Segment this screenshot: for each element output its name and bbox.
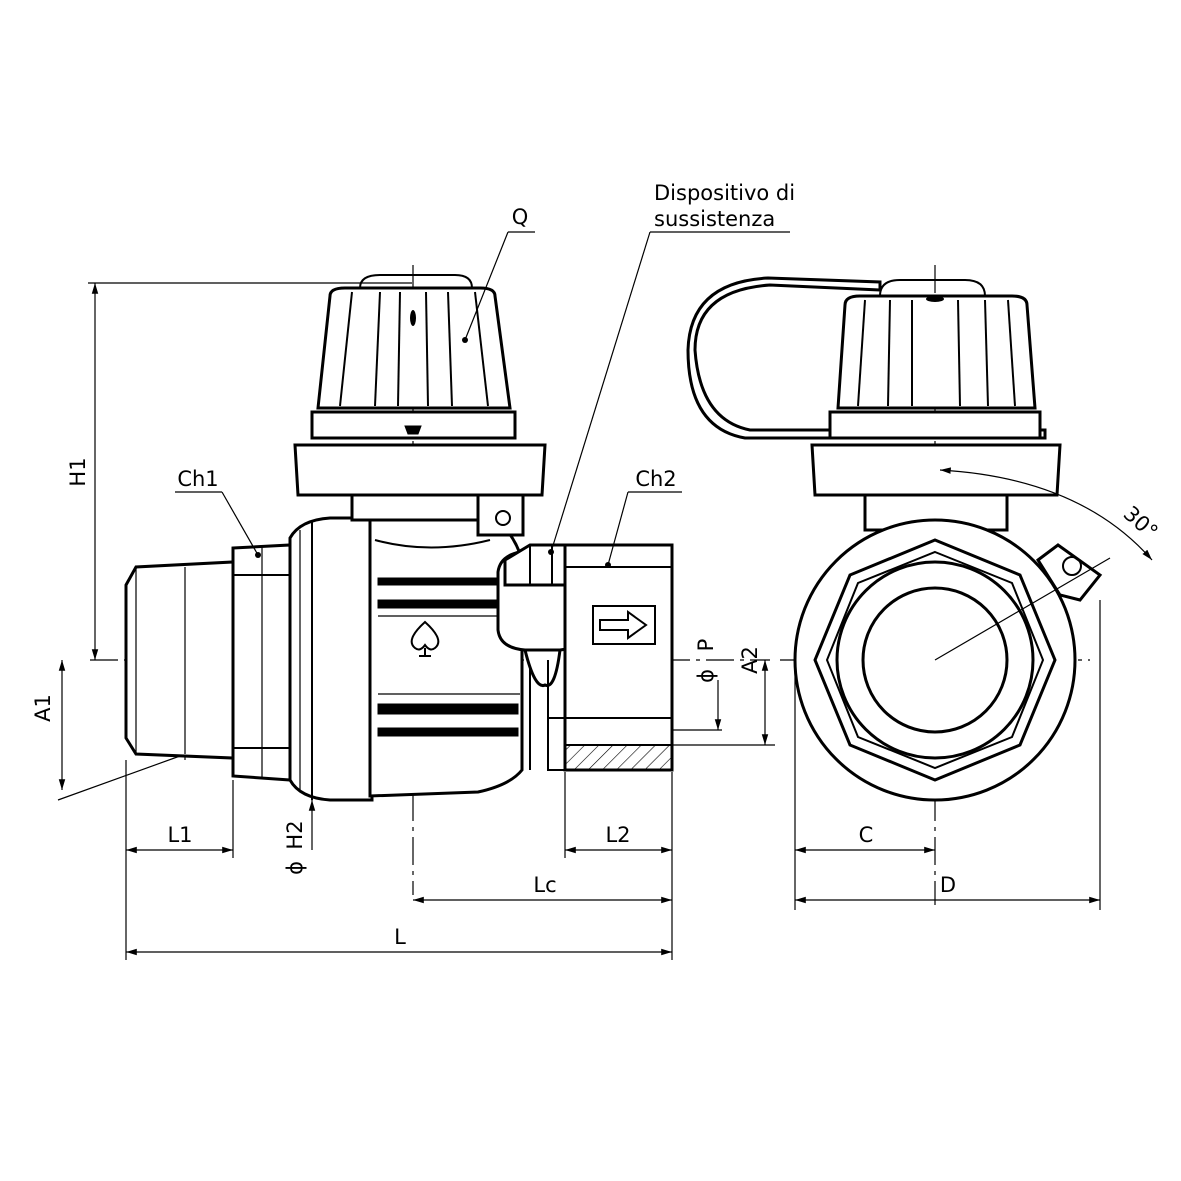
- device-label-line2: sussistenza: [654, 207, 775, 231]
- end-bonnet-base: [810, 443, 1062, 497]
- ch1-hex-nut: [231, 543, 292, 782]
- phi-symbol-h2: ϕ: [283, 861, 307, 875]
- union-ring: [288, 516, 374, 802]
- dimension-h2: ϕ H2: [283, 800, 316, 875]
- l-label: L: [394, 925, 406, 949]
- angle-label: 30°: [1119, 501, 1163, 544]
- dimension-a2: A2: [672, 646, 775, 746]
- flow-arrow-icon: [599, 610, 648, 640]
- dimension-p: ϕ P: [672, 639, 722, 731]
- leader-ch2: Ch2: [607, 467, 682, 566]
- end-handwheel-cap: [828, 279, 1042, 440]
- dimension-l2: L2: [564, 772, 673, 960]
- l1-label: L1: [167, 823, 192, 847]
- q-label: Q: [512, 205, 529, 229]
- p-label: P: [694, 639, 718, 652]
- lc-label: Lc: [533, 873, 556, 897]
- valve-body: [368, 516, 524, 798]
- side-view: H1 A1 A2 ϕ P ϕ H2: [31, 181, 795, 960]
- dimension-lc: Lc: [413, 873, 672, 904]
- dimension-c: C: [794, 662, 935, 910]
- ch2-outlet: [529, 543, 674, 772]
- leader-q: Q: [464, 205, 535, 341]
- handwheel-cap: [310, 274, 517, 440]
- h1-label: H1: [66, 457, 90, 486]
- device-label-line1: Dispositivo di: [654, 181, 795, 205]
- a2-label: A2: [738, 646, 762, 674]
- male-inlet-thread: [124, 560, 235, 760]
- bonnet-neck: [350, 493, 525, 537]
- spade-logo-icon: [410, 620, 440, 657]
- c-label: C: [859, 823, 874, 847]
- end-view: 30° C D: [686, 265, 1163, 910]
- l2-label: L2: [605, 823, 630, 847]
- phi-symbol-p: ϕ: [694, 669, 718, 683]
- ch1-label: Ch1: [177, 467, 218, 491]
- leader-bleed-device: Dispositivo di sussistenza: [550, 181, 795, 553]
- bonnet-base: [293, 443, 547, 497]
- dimension-l1: L1: [125, 760, 234, 960]
- d-label: D: [940, 873, 956, 897]
- ch2-label: Ch2: [635, 467, 676, 491]
- dimension-d: D: [795, 600, 1101, 910]
- leader-ch1: Ch1: [175, 467, 259, 556]
- h2-label: H2: [283, 820, 307, 849]
- dimension-l: L: [126, 925, 672, 956]
- dimension-a1: A1: [31, 660, 181, 801]
- a1-label: A1: [31, 694, 55, 722]
- dimension-h1: H1: [66, 282, 412, 660]
